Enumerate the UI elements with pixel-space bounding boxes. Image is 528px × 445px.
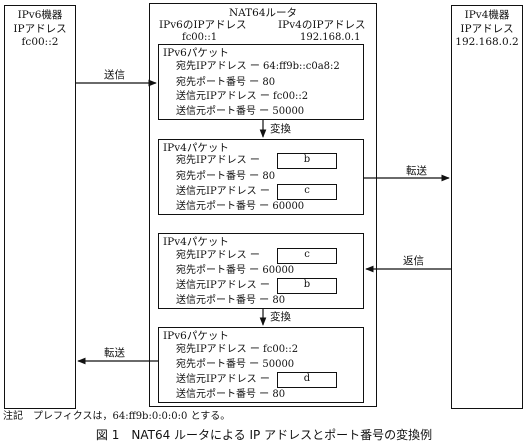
reply-label: 返信 (403, 255, 424, 267)
ipv4-device-title: IPv4機器 (464, 9, 510, 21)
ipv6-device-box: IPv6機器 IPアドレス fc00::2 (4, 5, 76, 409)
packet-field: 宛先ポート番号 ー 60000 (176, 265, 295, 276)
packet-field: 送信元IPアドレス ー (176, 280, 270, 291)
packet-field: 宛先ポート番号 ー 80 (176, 171, 276, 182)
convert-label-1: 変換 (270, 123, 291, 135)
router-ipv4-addr: 192.168.0.1 (300, 32, 361, 43)
packet-title: IPv6パケット (163, 330, 229, 342)
packet-field: 宛先ポート番号 ー 50000 (176, 359, 295, 370)
packet-field: 送信元IPアドレス ー fc00::2 (176, 91, 309, 102)
packet-ipv4-reply: IPv4パケット 宛先IPアドレス ー c 宛先ポート番号 ー 60000 送信… (158, 233, 364, 309)
blank-box-b: b (277, 278, 337, 294)
packet-field: 宛先IPアドレス ー 64:ff9b::c0a8:2 (176, 61, 340, 72)
convert-label-2: 変換 (270, 311, 291, 323)
packet-title: IPv6パケット (163, 47, 229, 59)
router-title: NAT64ルータ (228, 7, 298, 19)
figure-caption: 図 1 NAT64 ルータによる IP アドレスとポート番号の変換例 (95, 428, 433, 442)
router-ipv6-addr-label: IPv6のIPアドレス (159, 19, 247, 31)
packet-ipv6-reply: IPv6パケット 宛先IPアドレス ー fc00::2 宛先ポート番号 ー 50… (158, 327, 364, 403)
blank-box-d: d (277, 372, 337, 388)
packet-title: IPv4パケット (163, 142, 229, 154)
packet-field: 宛先IPアドレス ー (176, 155, 260, 166)
router-ipv4-addr-label: IPv4のIPアドレス (278, 19, 366, 31)
packet-ipv4-out: IPv4パケット 宛先IPアドレス ー b 宛先ポート番号 ー 80 送信元IP… (158, 139, 364, 215)
forward-label-2: 転送 (104, 347, 125, 359)
packet-field: 宛先IPアドレス ー (176, 250, 260, 261)
blank-box-c: c (277, 184, 337, 200)
packet-field: 送信元ポート番号 ー 80 (176, 389, 286, 400)
packet-title: IPv4パケット (163, 236, 229, 248)
note-text: 注記 プレフィクスは，64:ff9b:0:0:0:0 とする。 (3, 411, 231, 422)
packet-field: 送信元IPアドレス ー (176, 186, 270, 197)
ipv4-device-addr: 192.168.0.2 (455, 36, 519, 48)
ipv6-device-title: IPv6機器 (17, 9, 63, 21)
packet-field: 宛先ポート番号 ー 80 (176, 77, 276, 88)
router-ipv6-addr: fc00::1 (182, 32, 218, 43)
blank-box-c: c (277, 248, 337, 264)
ipv6-device-addr: fc00::2 (21, 36, 59, 48)
blank-box-b: b (277, 153, 337, 169)
ipv4-device-box: IPv4機器 IPアドレス 192.168.0.2 (451, 5, 523, 409)
packet-field: 送信元IPアドレス ー (176, 374, 270, 385)
ipv4-device-addr-label: IPアドレス (460, 23, 514, 35)
packet-field: 送信元ポート番号 ー 80 (176, 295, 286, 306)
packet-field: 送信元ポート番号 ー 60000 (176, 201, 305, 212)
packet-field: 宛先IPアドレス ー fc00::2 (176, 344, 299, 355)
packet-ipv6-out: IPv6パケット 宛先IPアドレス ー 64:ff9b::c0a8:2 宛先ポー… (158, 44, 364, 120)
forward-label-1: 転送 (406, 165, 427, 177)
send-label: 送信 (104, 69, 125, 81)
packet-field: 送信元ポート番号 ー 50000 (176, 106, 305, 117)
ipv6-device-addr-label: IPアドレス (13, 23, 67, 35)
